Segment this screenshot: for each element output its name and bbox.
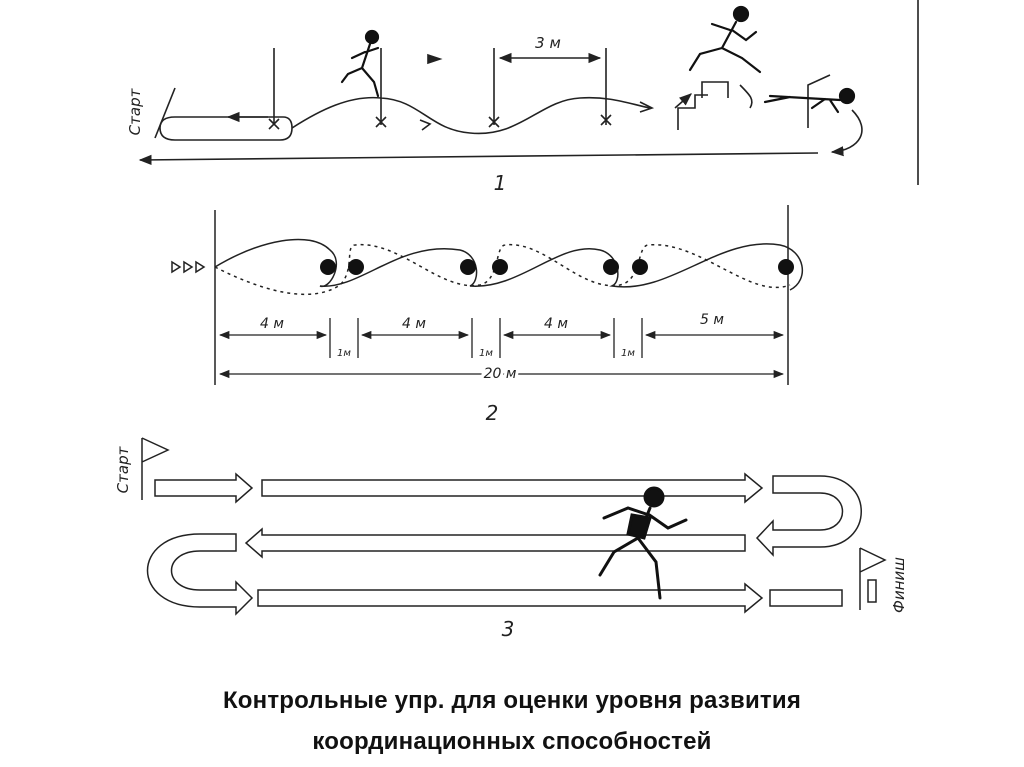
ball xyxy=(778,259,794,275)
arrow-right xyxy=(257,582,764,614)
start-label-3: Старт xyxy=(114,445,132,493)
diagram-2-balls xyxy=(320,259,794,275)
distance-label-3m: 3 м xyxy=(535,34,561,52)
cross-1 xyxy=(268,118,280,130)
finish-block xyxy=(769,589,843,607)
ball xyxy=(348,259,364,275)
start-label-1: Старт xyxy=(126,87,144,135)
diagram-2-dimensions xyxy=(218,318,785,379)
ball xyxy=(603,259,619,275)
finish-label-3: Финиш xyxy=(890,557,908,613)
segment-label-3: 4 м xyxy=(544,316,568,332)
start-line xyxy=(154,87,176,139)
cross-3 xyxy=(488,116,500,128)
hurdle-1 xyxy=(701,81,729,98)
ball xyxy=(320,259,336,275)
runner-figure-3 xyxy=(598,486,688,600)
ball xyxy=(632,259,648,275)
caption-line-1: Контрольные упр. для оценки уровня разви… xyxy=(222,687,802,714)
segment-label-2: 4 м xyxy=(402,316,426,332)
gap-label-3: 1м xyxy=(621,348,635,359)
diagram-number-2: 2 xyxy=(486,401,499,425)
arrow-right xyxy=(154,472,254,504)
slalom-path xyxy=(291,96,651,135)
u-turn-right xyxy=(755,475,862,557)
diagram-2 xyxy=(171,205,804,385)
arrow-left xyxy=(244,527,746,559)
diving-figure xyxy=(763,87,856,114)
gap-label-1: 1м xyxy=(337,348,351,359)
solid-path xyxy=(214,238,804,291)
total-distance-label: 20 м xyxy=(484,366,517,382)
low-hurdle xyxy=(807,74,831,128)
caption-line-2: координационных способностей xyxy=(312,728,712,755)
step-obstacle xyxy=(677,94,708,130)
cross-4 xyxy=(600,114,612,126)
segment-label-4: 5 м xyxy=(700,312,724,328)
ball xyxy=(492,259,508,275)
diagram-1 xyxy=(138,0,919,185)
start-flag-icon xyxy=(141,437,170,500)
dotted-path xyxy=(214,244,791,296)
diagram-number-3: 3 xyxy=(502,617,515,641)
diagram-3 xyxy=(141,437,887,616)
segment-label-1: 4 м xyxy=(260,316,284,332)
gap-label-2: 1м xyxy=(479,348,493,359)
runner-figure-2 xyxy=(688,5,762,74)
finish-flag-icon xyxy=(859,547,887,610)
return-line xyxy=(138,152,819,166)
ball xyxy=(460,259,476,275)
u-turn-left xyxy=(146,533,254,616)
diagram-number-1: 1 xyxy=(494,171,507,195)
cross-2 xyxy=(375,116,387,128)
return-curve xyxy=(830,109,863,157)
start-triangles xyxy=(171,260,206,274)
runner-figure-1 xyxy=(340,29,380,98)
start-loop xyxy=(159,116,293,141)
arrow-right xyxy=(261,472,764,504)
